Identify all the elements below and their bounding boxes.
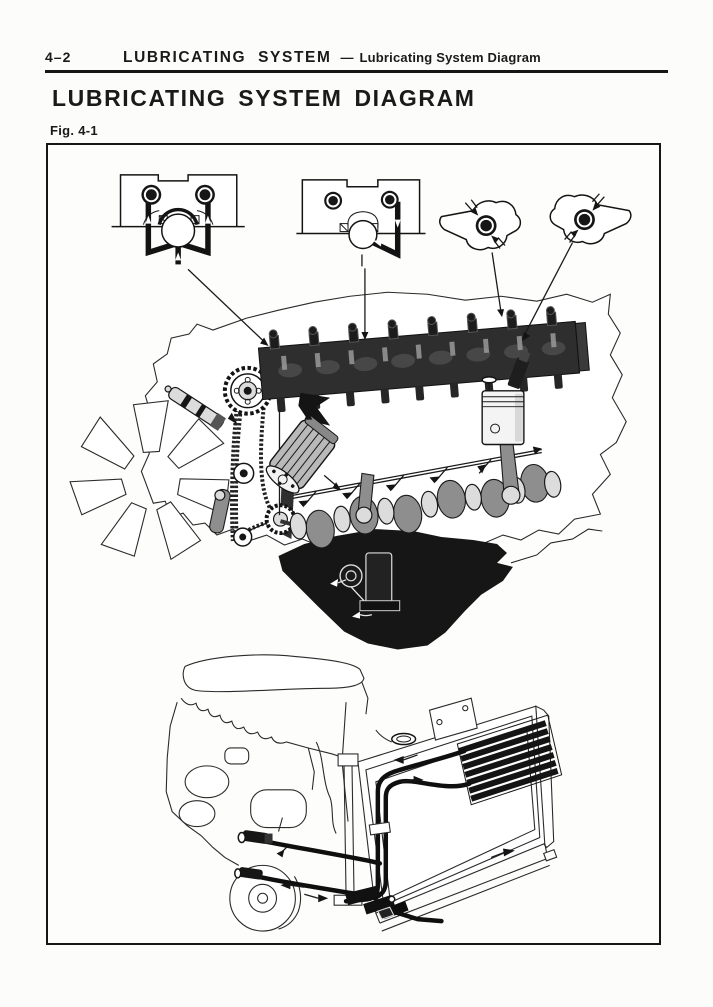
header-section-title: LUBRICATING SYSTEM xyxy=(123,49,332,66)
tensioner-idler xyxy=(233,462,255,485)
connecting-rod xyxy=(355,472,375,524)
cooling-fan xyxy=(69,400,230,561)
engine-and-radiator-illustration xyxy=(165,654,563,932)
oil-cooler xyxy=(456,714,563,806)
engine-cutaway-illustration xyxy=(69,291,627,650)
radiator-cap xyxy=(391,732,417,746)
valve-springs xyxy=(281,333,557,371)
header-rule xyxy=(45,70,668,73)
oil-flow-arrow xyxy=(227,412,238,425)
rocker-arm-oilway-detail-1 xyxy=(439,199,522,251)
leader-lines xyxy=(187,242,574,346)
camshaft-bearing-oilway-detail-1 xyxy=(111,174,245,265)
oil-cooler-bracket xyxy=(428,697,478,741)
rocker-shadows xyxy=(278,341,566,378)
camshaft-bearing-oilway-detail-2 xyxy=(296,179,426,267)
oil-flow-arrows xyxy=(276,754,424,903)
piston-assembly xyxy=(481,350,531,505)
figure-4-1-frame xyxy=(46,143,661,945)
page-number: 4–2 xyxy=(45,49,72,65)
oil-filter xyxy=(265,415,339,494)
page-title: LUBRICATING SYSTEM DIAGRAM xyxy=(52,85,476,111)
crankshaft xyxy=(279,463,562,549)
header-subsection-title: Lubricating System Diagram xyxy=(359,50,541,65)
header-separator: — xyxy=(340,50,354,65)
distributor xyxy=(164,385,227,431)
radiator-support-bracket xyxy=(333,753,363,906)
page-header: 4–2 LUBRICATING SYSTEM — Lubricating Sys… xyxy=(45,49,668,69)
oil-pan xyxy=(278,529,513,650)
lubricating-system-diagram xyxy=(69,174,632,932)
chain-tensioner xyxy=(209,488,231,534)
rocker-towers xyxy=(268,306,558,350)
rocker-arm-oilway-detail-2 xyxy=(549,193,632,245)
block-skirt-outline xyxy=(510,528,603,564)
pipe-clamp xyxy=(368,821,391,836)
camshaft-sprocket xyxy=(222,365,273,416)
oil-flow-arrow xyxy=(304,411,313,420)
oil-flow-arrow xyxy=(332,482,342,491)
cylinder-head-assembly xyxy=(257,306,590,413)
oil-flow-arrow xyxy=(477,464,487,474)
hose-fittings xyxy=(234,817,409,920)
oil-pump xyxy=(330,552,401,619)
figure-label: Fig. 4-1 xyxy=(50,123,98,138)
